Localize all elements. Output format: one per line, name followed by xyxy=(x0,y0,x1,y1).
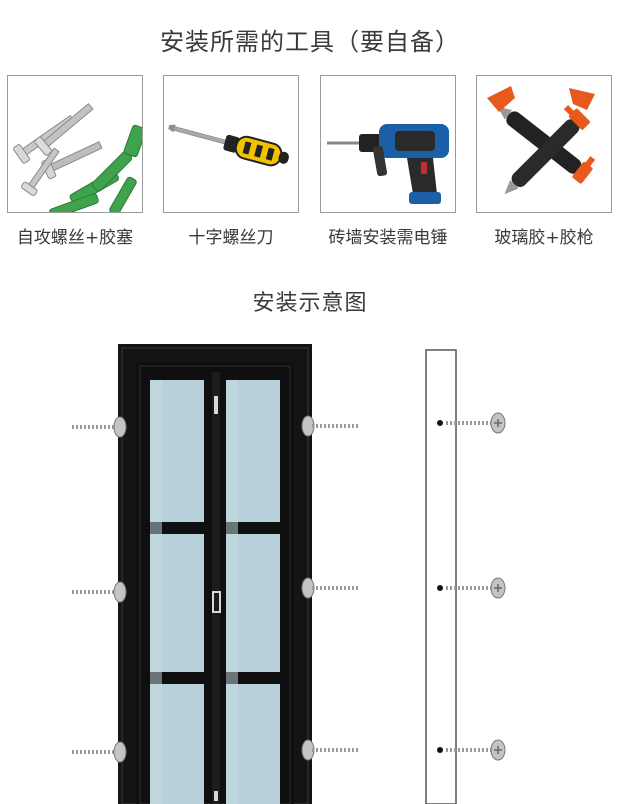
glass-panes xyxy=(150,380,280,804)
caulking-gun-image xyxy=(476,75,612,213)
screw-icon xyxy=(72,581,127,603)
tool-label-caulk: 玻璃胶+胶枪 xyxy=(494,228,594,248)
screw-icon xyxy=(446,577,506,599)
caulking-gun-icon xyxy=(487,86,596,195)
installation-diagram xyxy=(72,344,506,804)
right-screws xyxy=(301,415,358,761)
screw-icon xyxy=(446,412,506,434)
tools-section-title: 安装所需的工具（要自备） xyxy=(160,28,460,56)
screw-icon xyxy=(301,415,358,437)
tool-label-screwdriver: 十字螺丝刀 xyxy=(188,228,274,248)
tool-label-drill: 砖墙安装需电锤 xyxy=(328,228,448,248)
screwdriver-image xyxy=(163,75,299,213)
diagram-section-title: 安装示意图 xyxy=(252,291,368,316)
hammer-drill-image xyxy=(320,75,456,213)
tool-card-screws: 自攻螺丝+胶塞 xyxy=(7,75,143,248)
hinge-icon xyxy=(214,791,218,801)
hammer-drill-icon xyxy=(327,124,449,204)
screw-icon xyxy=(301,739,358,761)
screws-and-anchors-image xyxy=(7,75,143,213)
left-screws xyxy=(72,416,127,763)
screw-icon xyxy=(72,416,127,438)
screw-icon xyxy=(446,739,506,761)
side-profile xyxy=(425,349,506,804)
tool-card-caulk: 玻璃胶+胶枪 xyxy=(476,75,612,248)
screwdriver-icon xyxy=(168,124,289,167)
door-handle-icon xyxy=(212,591,221,613)
tool-label-screws: 自攻螺丝+胶塞 xyxy=(16,228,134,248)
screw-icon xyxy=(301,577,358,599)
tool-card-drill: 砖墙安装需电锤 xyxy=(320,75,456,248)
screws-and-anchors-icon xyxy=(13,102,142,212)
hinge-icon xyxy=(214,396,218,414)
tool-card-screwdriver: 十字螺丝刀 xyxy=(163,75,299,248)
screw-icon xyxy=(72,741,127,763)
